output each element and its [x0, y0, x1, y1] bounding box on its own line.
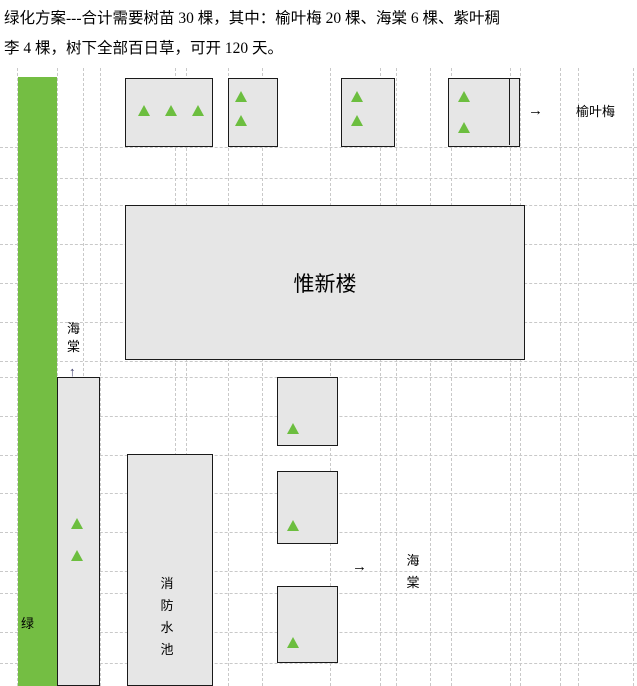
building-weixinlou: 惟新楼: [125, 205, 525, 360]
green-belt-strip: [18, 77, 57, 686]
grid-line-h: [0, 455, 637, 456]
building-label: 惟新楼: [293, 271, 357, 296]
tree-icon: [71, 518, 83, 529]
tree-icon: [192, 105, 204, 116]
grid-line-h: [0, 178, 637, 179]
site-plan: 绿 化 → 榆叶梅 惟新楼 海棠 ↑: [0, 68, 637, 686]
planting-box-top-4: [448, 78, 520, 147]
planting-box-top-1: [125, 78, 213, 147]
tree-icon: [351, 115, 363, 126]
grid-line-h: [0, 663, 637, 664]
planting-strip-left: [57, 377, 100, 686]
planting-box-top-2: [228, 78, 278, 147]
green-belt-label-top: 绿: [20, 616, 34, 631]
haitang-bottom-label: 海棠: [406, 553, 420, 590]
grid-line-h: [0, 147, 637, 148]
tree-icon: [458, 122, 470, 133]
grid-line-h: [0, 361, 637, 362]
tree-icon: [71, 550, 83, 561]
water-tank-label: 消防水池: [160, 576, 174, 657]
header-text-block: 绿化方案---合计需要树苗 30 棵，其中：榆叶梅 20 棵、海棠 6 棵、紫叶…: [0, 0, 637, 68]
planting-box-mid-3: [277, 586, 338, 663]
planting-box-mid-1: [277, 377, 338, 446]
haitang-left-arrow: ↑: [69, 364, 76, 379]
tree-icon: [458, 91, 470, 102]
tree-icon: [165, 105, 177, 116]
tree-icon: [138, 105, 150, 116]
grid-line-h: [0, 571, 637, 572]
tree-icon: [351, 91, 363, 102]
haitang-left-label: 海棠: [66, 321, 80, 354]
planting-box-mid-2: [277, 471, 338, 544]
header-line-2: 李 4 棵，树下全部百日草，可开 120 天。: [4, 40, 284, 57]
tree-icon: [287, 423, 299, 434]
planting-box-top-3: [341, 78, 395, 147]
tree-icon: [287, 520, 299, 531]
box-divider-line: [509, 79, 510, 145]
yuyemei-label: 榆叶梅: [576, 104, 616, 119]
fire-water-tank: 消防水池: [127, 454, 213, 686]
tree-icon: [235, 91, 247, 102]
tree-icon: [235, 115, 247, 126]
yuyemei-arrow: →: [528, 103, 543, 119]
haitang-bottom-arrow: →: [352, 559, 367, 575]
header-line-1: 绿化方案---合计需要树苗 30 棵，其中：榆叶梅 20 棵、海棠 6 棵、紫叶…: [4, 10, 500, 27]
tree-icon: [287, 637, 299, 648]
